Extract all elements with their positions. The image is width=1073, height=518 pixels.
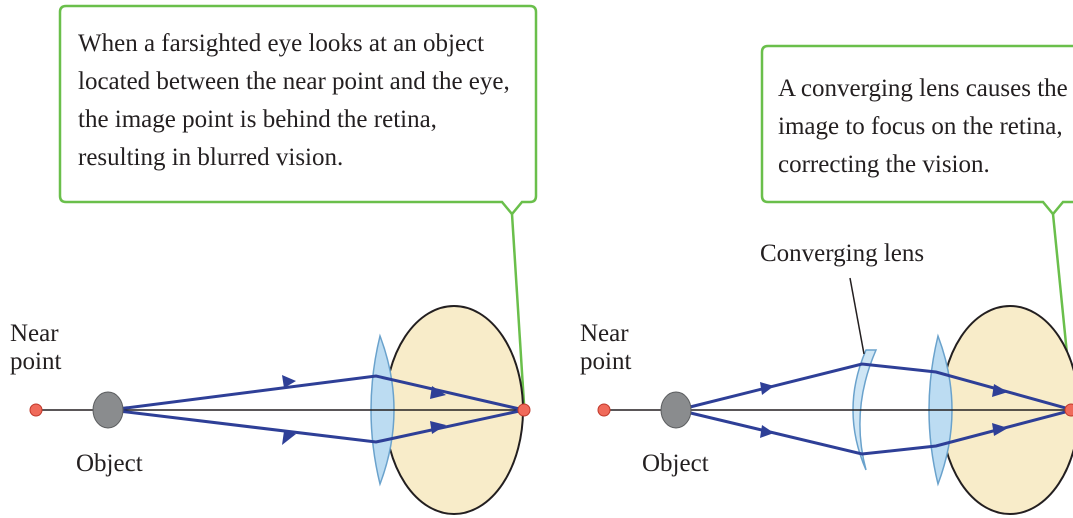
left-callout-line: located between the near point and the e… bbox=[78, 68, 510, 95]
right-near-point-label-line: point bbox=[580, 348, 632, 375]
left-ray-arrow-3 bbox=[430, 386, 446, 399]
right-callout-line: correcting the vision. bbox=[778, 151, 990, 178]
left-callout-leader bbox=[510, 213, 526, 405]
right-ray-arrow-1 bbox=[760, 382, 774, 395]
right-ray-arrow-4 bbox=[992, 423, 1008, 436]
right-ray-arrow-3 bbox=[992, 384, 1008, 397]
left-ray-arrow-2 bbox=[282, 431, 296, 445]
left-ray-arrow-1 bbox=[282, 375, 296, 388]
right-near-point-label: Near point bbox=[580, 320, 631, 376]
left-ray-arrow-4 bbox=[430, 421, 446, 434]
left-near-point-label-line: Near bbox=[10, 320, 59, 347]
left-callout-line: the image point is behind the retina, bbox=[78, 106, 437, 133]
right-near-point-dot bbox=[597, 403, 611, 417]
left-callout-line: When a farsighted eye looks at an object bbox=[78, 30, 485, 57]
left-ray-upper bbox=[109, 374, 525, 412]
right-object bbox=[660, 391, 692, 429]
lens-label-leader bbox=[849, 277, 865, 355]
left-callout-text: When a farsighted eye looks at an object… bbox=[78, 25, 510, 177]
right-callout-text: A converging lens causes the image to fo… bbox=[778, 70, 1068, 184]
left-callout-box bbox=[58, 4, 538, 216]
right-callout-line: image to focus on the retina, bbox=[778, 113, 1063, 140]
left-near-point-dot bbox=[29, 403, 43, 417]
right-image-point bbox=[1064, 403, 1073, 417]
left-image-point bbox=[517, 403, 531, 417]
right-callout-box bbox=[760, 44, 1073, 216]
converging-lens bbox=[852, 349, 878, 471]
right-panel bbox=[597, 44, 1073, 515]
left-panel bbox=[29, 4, 538, 515]
left-near-point-label: Near point bbox=[10, 320, 61, 376]
right-near-point-label-line: Near bbox=[580, 320, 629, 347]
left-object-label: Object bbox=[76, 450, 143, 477]
right-ray-arrow-2 bbox=[760, 425, 774, 438]
left-near-point-label-line: point bbox=[10, 348, 62, 375]
left-ray-lower bbox=[109, 408, 525, 444]
right-callout-line: A converging lens causes the bbox=[778, 75, 1068, 102]
left-callout-line: resulting in blurred vision. bbox=[78, 144, 344, 171]
left-object bbox=[92, 391, 124, 429]
right-object-label: Object bbox=[642, 450, 709, 477]
converging-lens-label: Converging lens bbox=[760, 240, 925, 267]
